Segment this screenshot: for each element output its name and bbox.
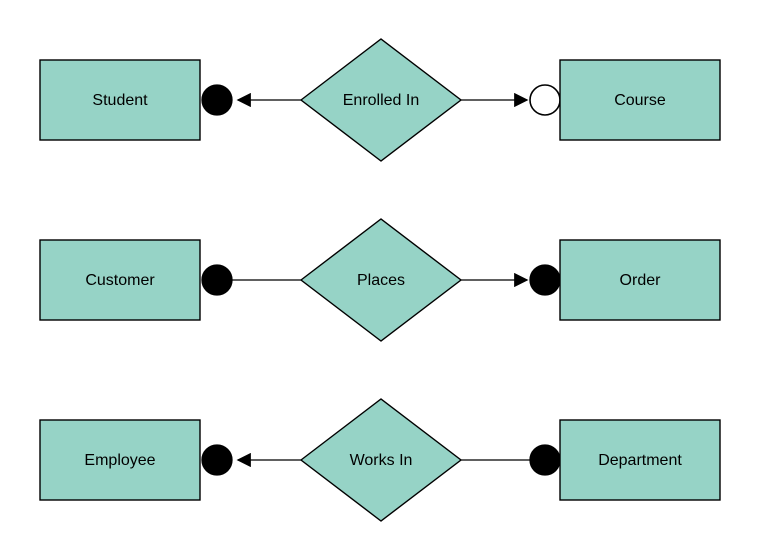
relationship-label: Enrolled In <box>343 92 420 109</box>
entity-student-label: Student <box>92 92 148 109</box>
entity-course-label: Course <box>614 92 666 109</box>
entity-department-label: Department <box>598 452 682 469</box>
row-student-course: Student Enrolled In Course <box>39 38 721 162</box>
entity-customer <box>39 239 201 321</box>
entity-student <box>39 59 201 141</box>
entity-employee-label: Employee <box>84 452 155 469</box>
entity-customer-label: Customer <box>85 272 155 289</box>
filled-circle-terminator <box>201 84 233 116</box>
row-customer-order: Customer Places Order <box>39 218 721 342</box>
filled-circle-terminator <box>201 264 233 296</box>
open-circle-terminator <box>529 84 561 116</box>
entity-employee <box>39 419 201 501</box>
filled-circle-terminator <box>529 444 561 476</box>
filled-circle-terminator <box>529 264 561 296</box>
row-employee-department: Employee Works In Department <box>39 398 721 522</box>
entity-department <box>559 419 721 501</box>
relationship-label: Places <box>357 272 405 289</box>
entity-course <box>559 59 721 141</box>
entity-order-label: Order <box>620 272 662 289</box>
entity-order <box>559 239 721 321</box>
relationship-label: Works In <box>350 452 413 469</box>
filled-circle-terminator <box>201 444 233 476</box>
